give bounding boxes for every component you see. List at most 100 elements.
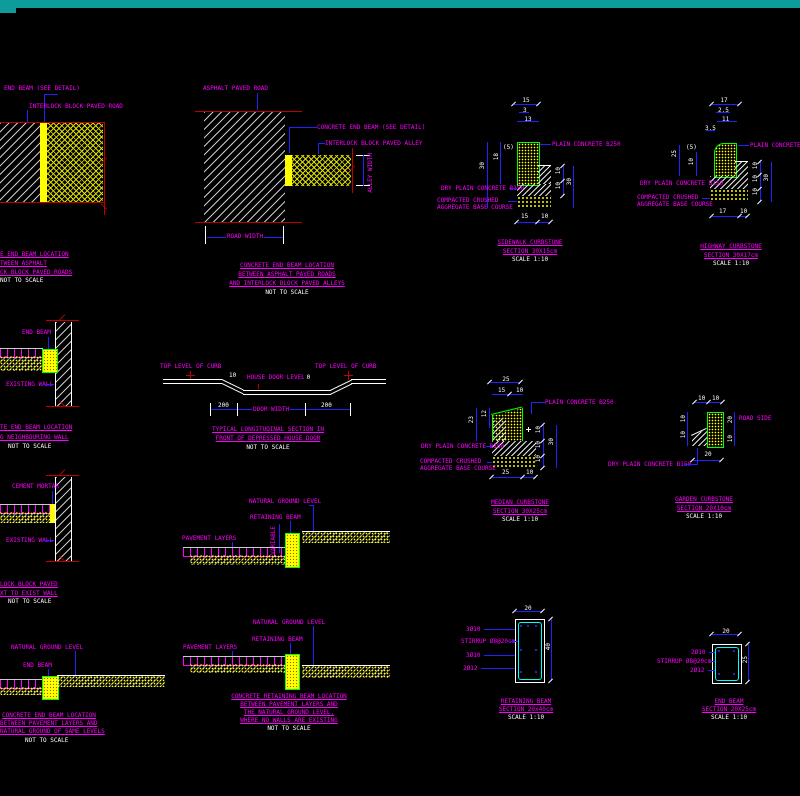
rebar-label: STIRRUP Ø8@20cm xyxy=(657,658,712,665)
dim-line xyxy=(687,412,688,446)
road-surface-line xyxy=(735,161,748,162)
dim-line xyxy=(515,611,543,612)
rebar-label: 3Ø10 xyxy=(466,652,481,659)
road-edge-line xyxy=(195,222,302,223)
rebar-dot xyxy=(520,649,522,651)
scale-note: SCALE 1:10 xyxy=(712,260,750,267)
existing-wall-hatch xyxy=(55,477,72,561)
detail-title: SECTION 30X17cm xyxy=(703,252,759,259)
dim-text: 13 xyxy=(524,116,532,123)
end-beam-label: END BEAM (SEE DETAIL) xyxy=(4,85,80,92)
material-label: COMPACTED CRUSHED xyxy=(420,458,482,465)
detail-title: SIDEWALK CURBSTONE xyxy=(497,239,563,246)
asphalt-hatch xyxy=(204,112,285,222)
dim-text: 30 xyxy=(763,174,770,182)
detail-title: SECTION 30X25cm xyxy=(492,508,548,515)
mortar-label: CEMENT MORTAR xyxy=(12,483,59,490)
detail-title: LOCK BLOCK PAVED xyxy=(0,581,58,588)
dim-line xyxy=(519,112,529,113)
detail-title: RETAINING BEAM xyxy=(500,698,552,705)
dim-tick xyxy=(719,457,724,463)
dim-text: 30 xyxy=(566,178,573,186)
door-level-label: HOUSE DOOR LEVEL xyxy=(246,374,306,381)
ground-surface-line xyxy=(302,531,390,532)
dim-text: (5) xyxy=(503,144,514,151)
dim-text: 20 xyxy=(524,605,532,612)
dim-text: 10 xyxy=(752,162,759,170)
dim-line xyxy=(517,222,551,223)
dim-text: 20 xyxy=(722,628,730,635)
dim-text: ALLEY WIDTH xyxy=(367,153,374,193)
detail-title: TWEEN ASPHALT xyxy=(0,260,47,267)
dim-text: 17 xyxy=(719,208,727,215)
leader-line xyxy=(44,94,45,122)
detail-title: CK BLOCK PAVED ROADS xyxy=(0,269,73,276)
curbstone-concrete xyxy=(707,412,724,448)
detail-title: BETWEEN PAVEMENT LAYERS AND xyxy=(0,720,98,727)
scale-note: NOT TO SCALE xyxy=(265,289,309,296)
dim-line xyxy=(551,619,552,681)
dim-text: 25 xyxy=(671,150,678,158)
scale-note: NOT TO SCALE xyxy=(25,737,69,744)
dim-text: 10 xyxy=(698,395,706,402)
leader-line xyxy=(309,505,314,506)
rebar-label: STIRRUP Ø8@20cm xyxy=(461,638,516,645)
leader-line xyxy=(290,643,291,655)
leader-line xyxy=(697,448,698,465)
dim-tick xyxy=(540,608,545,614)
leader-line xyxy=(43,384,54,385)
rebar-dot xyxy=(520,671,522,673)
detail-title: SECTION 30X15cm xyxy=(502,248,558,255)
leader-line xyxy=(711,661,715,662)
detail-title: TYPICAL LONGITUDINAL SECTION IN xyxy=(212,426,324,433)
leader-line xyxy=(318,143,325,144)
dim-line xyxy=(716,112,730,113)
dim-line xyxy=(706,130,715,131)
dim-tick xyxy=(548,678,553,684)
dim-line xyxy=(693,460,722,461)
pavement-label: PAVEMENT LAYERS xyxy=(182,535,237,542)
dim-text: 12 xyxy=(481,410,488,418)
end-beam-label: END BEAM xyxy=(22,329,51,336)
dry-concrete-hatch xyxy=(517,184,551,196)
dim-line xyxy=(696,152,697,176)
detail-title: WHERE NO WALLS ARE EXISTING xyxy=(240,717,338,724)
extension-line xyxy=(237,403,238,416)
retaining-beam-label: RETAINING BEAM xyxy=(252,636,303,643)
detail-title: HIGHWAY CURBSTONE xyxy=(700,243,762,250)
curb-level-label: TOP LEVEL OF CURB xyxy=(315,363,377,370)
end-beam-label: END BEAM xyxy=(23,662,52,669)
leader-line xyxy=(75,651,76,677)
break-line xyxy=(46,475,79,476)
leader-line xyxy=(48,337,49,349)
dim-text: 10 xyxy=(516,387,524,394)
dim-line xyxy=(500,142,501,184)
asphalt-label: ASPHALT PAVED ROAD xyxy=(203,85,269,92)
concrete-hatch xyxy=(735,162,748,176)
leader-line xyxy=(509,188,517,189)
natural-ground-fill xyxy=(302,666,390,678)
dim-text: 200 xyxy=(320,402,333,409)
bedding-layer xyxy=(190,664,285,673)
interlock-label: INTERLOCK BLOCK PAVED ALLEY xyxy=(325,140,423,147)
stirrup-outline xyxy=(715,647,739,681)
leader-line xyxy=(487,462,492,463)
dim-line xyxy=(476,408,477,441)
leader-line xyxy=(738,145,749,146)
extension-line xyxy=(283,226,284,244)
detail-title: MEDIAN CURBSTONE xyxy=(491,499,549,506)
road-profile-line xyxy=(163,379,222,380)
natural-ground-fill xyxy=(302,532,390,543)
material-label: AGGREGATE BASE COURSE xyxy=(637,201,713,208)
dim-line xyxy=(734,412,735,446)
dim-tick xyxy=(737,101,742,107)
road-edge-line xyxy=(352,148,353,193)
road-profile-line xyxy=(243,390,331,391)
retaining-beam-fill xyxy=(285,654,300,690)
bedding-layer xyxy=(190,555,285,565)
leader-line xyxy=(484,655,515,656)
dim-text: 10 xyxy=(541,213,549,220)
material-label: COMPACTED CRUSHED xyxy=(437,197,499,204)
detail-title: SECTION 20x40cm xyxy=(498,706,554,713)
